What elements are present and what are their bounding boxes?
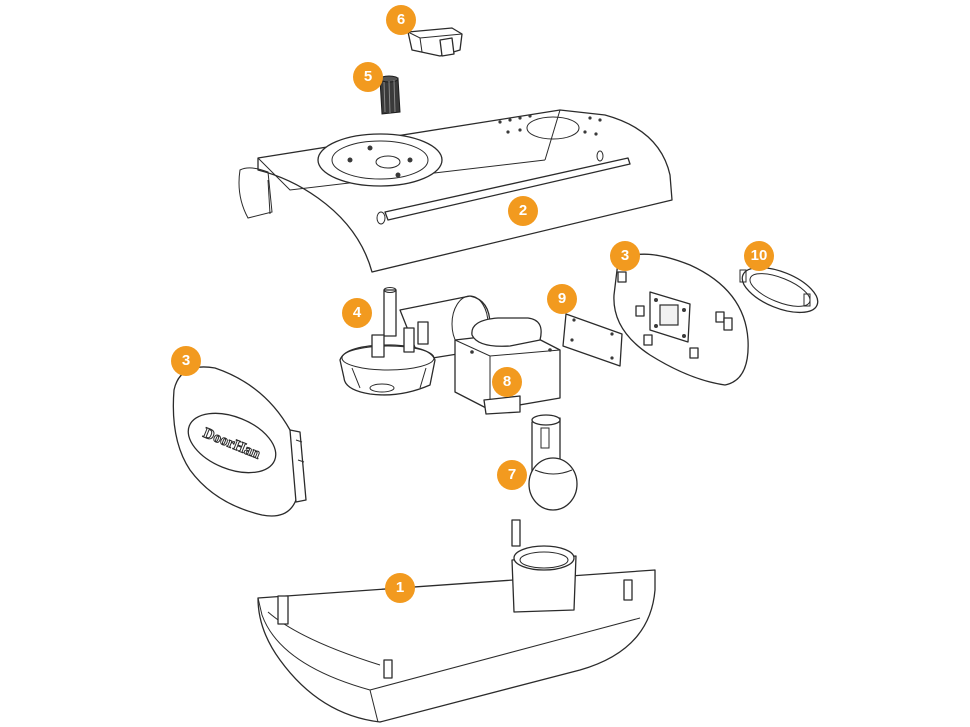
callout-5: 5 xyxy=(353,62,383,92)
callout-2: 2 xyxy=(508,196,538,226)
callout-7: 7 xyxy=(497,460,527,490)
callout-10: 10 xyxy=(744,241,774,271)
callout-4: 4 xyxy=(342,298,372,328)
part-9-plate xyxy=(562,313,623,367)
part-2-top-housing xyxy=(238,109,673,273)
callout-8: 8 xyxy=(492,367,522,397)
callout-1: 1 xyxy=(385,573,415,603)
part-6-clip xyxy=(407,27,463,57)
callout-9: 9 xyxy=(547,284,577,314)
part-10-ring xyxy=(739,266,819,314)
callout-6: 6 xyxy=(386,5,416,35)
part-5-gear xyxy=(379,75,401,115)
callout-3-right: 3 xyxy=(610,241,640,271)
callout-3-left: 3 xyxy=(171,346,201,376)
part-3-right-end-cap xyxy=(613,253,749,386)
part-3-left-end-cap: DoorHan xyxy=(172,366,307,517)
part-7-lamp xyxy=(528,414,578,511)
part-1-bottom-housing xyxy=(257,519,656,723)
